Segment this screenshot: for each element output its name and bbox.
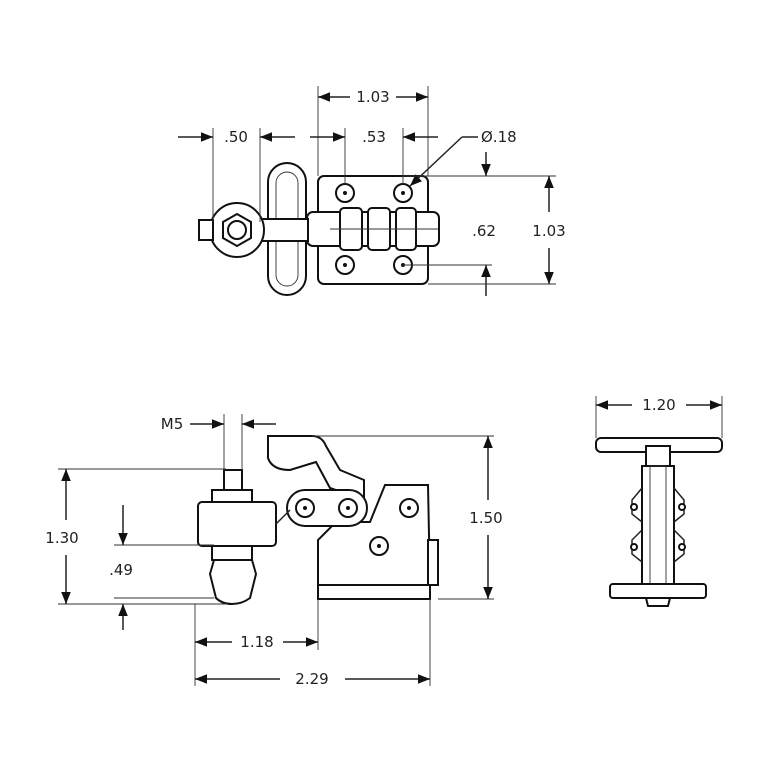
dim-spindle-height: 1.30: [45, 529, 78, 547]
dim-overall-length: 2.29: [295, 670, 328, 688]
spindle-holder: [197, 501, 277, 547]
end-base: [609, 583, 707, 599]
dim-reach: 1.18: [240, 633, 273, 651]
dim-overall-height-side: 1.50: [469, 509, 502, 527]
dim-hole-diameter: Ø.18: [481, 128, 517, 146]
dim-hole-pitch: .62: [472, 222, 496, 240]
base: [317, 584, 431, 600]
dim-spindle-offset: .49: [109, 561, 133, 579]
dim-overall-height: 1.03: [532, 222, 565, 240]
top-view: 1.03 .50 .53 Ø.18 .62 1.03: [178, 86, 566, 296]
end-view: 1.20: [595, 396, 723, 607]
end-body: [641, 465, 675, 585]
dim-overall-width: 1.03: [356, 88, 389, 106]
dim-thread: M5: [161, 415, 184, 433]
dim-hole-spacing: .53: [362, 128, 386, 146]
dim-end-width: 1.20: [642, 396, 675, 414]
side-view: M5 1.30 .49 1.50 1.18 2.29: [45, 414, 503, 688]
dim-spindle: .50: [224, 128, 248, 146]
